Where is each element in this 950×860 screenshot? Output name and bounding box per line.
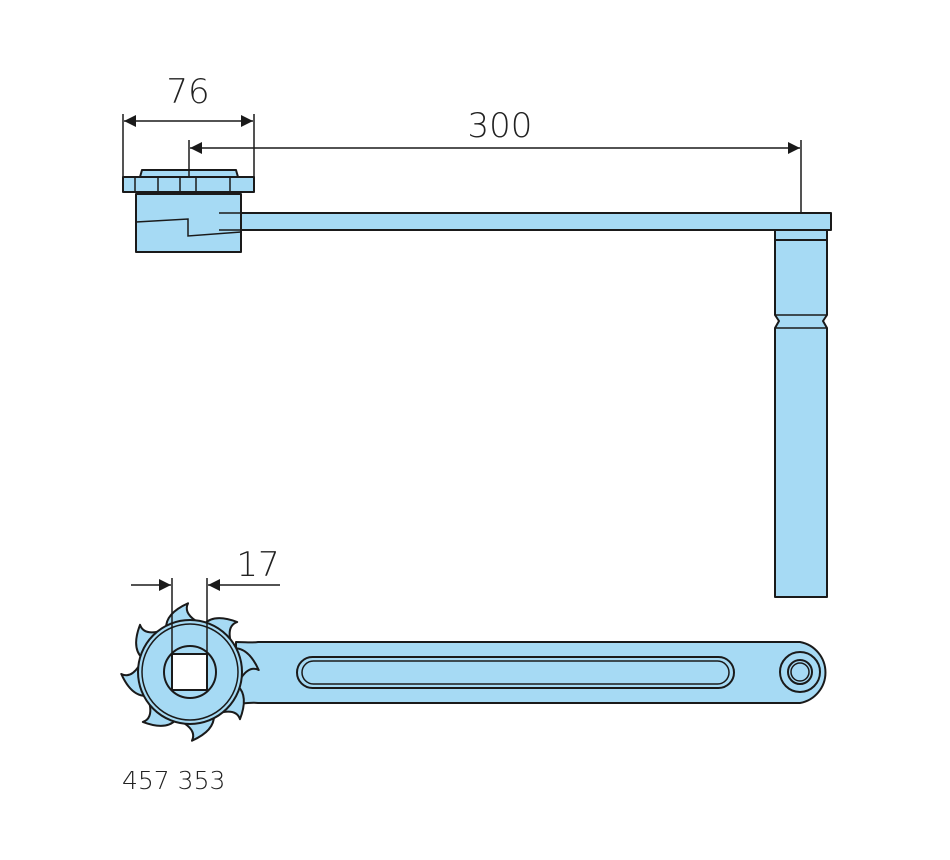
dimension-76: 76 bbox=[122, 72, 255, 177]
dimension-300: 300 bbox=[188, 106, 802, 213]
handle-grip bbox=[774, 239, 828, 598]
ratchet-tooth bbox=[221, 684, 245, 721]
crank-side-view bbox=[122, 169, 832, 598]
dimension-17: 17 bbox=[131, 545, 280, 654]
dimension-label-300: 300 bbox=[468, 106, 533, 146]
square-drive-hole bbox=[171, 653, 208, 691]
crank-top-view bbox=[120, 602, 827, 742]
part-number: 457 353 bbox=[122, 766, 225, 795]
crank-arm bbox=[218, 212, 832, 231]
ratchet-flange bbox=[122, 176, 255, 193]
ratchet-tooth bbox=[135, 623, 159, 660]
ratchet-tooth bbox=[202, 617, 239, 641]
dimension-label-17: 17 bbox=[236, 545, 279, 585]
ratchet-tooth bbox=[141, 703, 178, 727]
handle-cap bbox=[774, 229, 828, 241]
wrench-slot bbox=[296, 656, 735, 689]
dimension-label-76: 76 bbox=[166, 72, 209, 112]
